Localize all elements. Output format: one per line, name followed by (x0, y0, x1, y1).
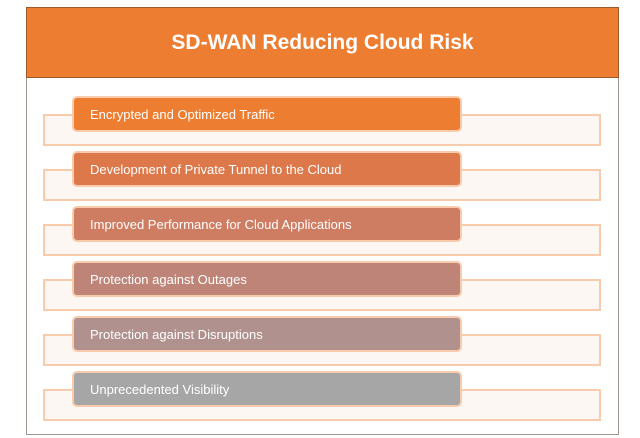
list-item: Improved Performance for Cloud Applicati… (72, 206, 462, 242)
diagram-title: SD-WAN Reducing Cloud Risk (26, 7, 619, 78)
list-item-label: Protection against Outages (90, 271, 247, 287)
list-item: Development of Private Tunnel to the Clo… (72, 151, 462, 187)
list-item: Protection against Outages (72, 261, 462, 297)
list-item-label: Protection against Disruptions (90, 326, 263, 342)
list-item-label: Improved Performance for Cloud Applicati… (90, 216, 352, 232)
list-item-label: Encrypted and Optimized Traffic (90, 106, 275, 122)
list-item: Protection against Disruptions (72, 316, 462, 352)
list-item-label: Unprecedented Visibility (90, 381, 230, 397)
list-item: Encrypted and Optimized Traffic (72, 96, 462, 132)
list-item: Unprecedented Visibility (72, 371, 462, 407)
list-item-label: Development of Private Tunnel to the Clo… (90, 161, 342, 177)
